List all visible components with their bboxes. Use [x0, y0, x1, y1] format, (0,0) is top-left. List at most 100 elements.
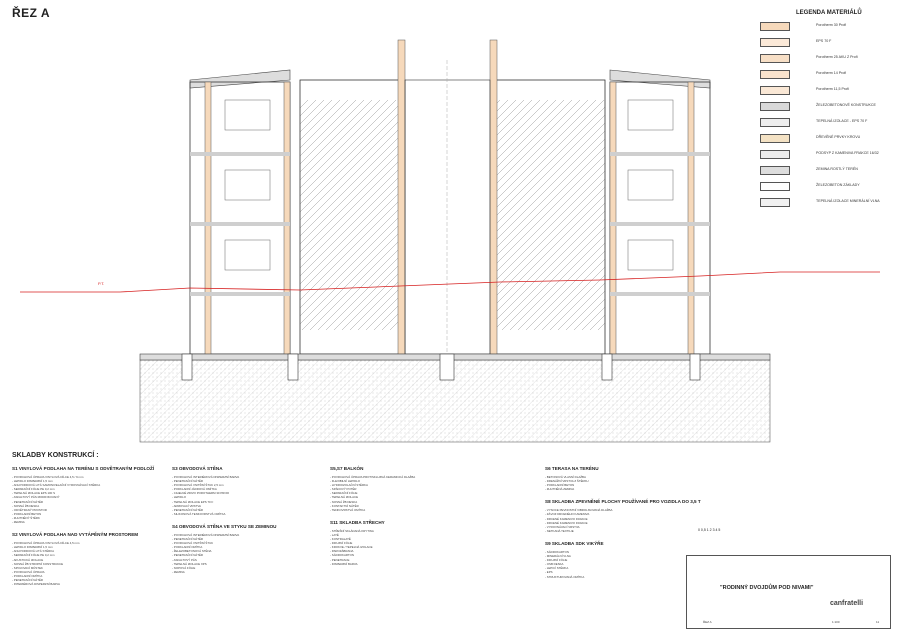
composition-line: - BETONOVÁ VLASNÍ DLAŽBA [545, 475, 586, 479]
composition-line: - SEPARAČNÍ FÓLIE PE 0,2 mm [12, 553, 55, 558]
composition-line: - DIFUZNÍ FÓLIE [545, 558, 568, 563]
composition-line: - ZEMINA [172, 569, 185, 574]
legend-title: LEGENDA MATERIÁLŮ [796, 10, 862, 16]
composition-line: - DISPERZNÍ BARVA [330, 561, 358, 566]
terrain-label: P.T. [98, 281, 105, 286]
legend-swatch [760, 182, 790, 191]
composition-line: - LEPIDLO [172, 495, 186, 500]
composition-block: S8 SKLADBA ZPEVNĚNÉ PLOCHY POUŽÍVANÉ PRO… [545, 499, 701, 533]
composition-line: - ASFALTOVÝ PÁS [172, 557, 197, 562]
legend-label: Porotherm 30 Profi [816, 23, 847, 27]
composition-heading: S9 SKLADBA SDK VIKÝŘE [545, 540, 604, 546]
composition-heading: S1 VINYLOVÁ PODLAHA NA TERÉNU S ODVĚTRAN… [12, 466, 155, 471]
sheet-number: 11 [876, 620, 880, 624]
composition-line: - DRCENÉ KAMENIVO FRAKCE [545, 516, 588, 521]
composition-line: - ZEMINA [12, 520, 25, 525]
composition-line: - ZHUTNĚNÁ ZEMINA [545, 487, 575, 492]
composition-line: - PENETRAČNÍ NÁTĚR [172, 553, 203, 558]
legend-item: ŽELEZOBETONOVÉ KONSTRUKCE [760, 100, 892, 114]
section-drawing [20, 39, 880, 443]
legend-label: ZEMINA ROSTLÝ TERÉN [816, 167, 858, 171]
legend-item: Porotherm 25 AKU Z Profi [760, 52, 892, 66]
composition-line: - PODKLADNÍ BETON [12, 511, 42, 516]
legend-swatch [760, 70, 790, 79]
composition-line: - NOSNÁ ŽB DESKA [330, 499, 358, 504]
legend-swatch [760, 118, 790, 127]
legend-label: TEPELNÁ IZOLACE - EPS 70 F [816, 119, 868, 123]
legend-label: Porotherm 11,5 Profi [816, 87, 849, 91]
composition-heading: S6 TERASA NA TERÉNU [545, 466, 599, 471]
legend-label: ŽELEZOBETON ZÁKLADY [816, 183, 860, 187]
composition-line: - POVRCHOVÁ INTERIÉROVÁ DISPERZNÍ BARVA [172, 532, 240, 537]
composition-line: - PENETRACE [330, 557, 350, 562]
left-building [189, 39, 406, 355]
composition-line: - PENETRAČNÍ NÁTĚR [172, 479, 203, 484]
composition-line: - SÁDROKARTON [545, 549, 569, 554]
composition-line: - ARMOVACÍ VRSTVA [172, 503, 201, 508]
composition-block: S4 OBVODOVÁ STĚNA VE STYKU SE ZEMINOU- P… [172, 524, 322, 574]
composition-line: - DRCENÉ KAMENIVO FRAKCE [545, 520, 588, 525]
composition-heading: S3 OBVODOVÁ STĚNA [172, 466, 223, 471]
legend-label: Porotherm 25 AKU Z Profi [816, 55, 858, 59]
composition-line: - DIFUZNÍ FÓLIE [330, 541, 353, 546]
composition-line: - ODVĚTRANÝ PROSTOR [12, 507, 47, 512]
composition-line: - LEPIDLO DISPERZNÍ 1,5 mm [12, 479, 53, 484]
composition-line: - SEPARAČNÍ FÓLIE [330, 491, 358, 496]
composition-line: - ŽELEZOBETONOVÁ STĚNA [172, 549, 212, 554]
composition-line: - KONTRALATĚ [330, 537, 351, 542]
composition-line: - HYDROIZOLAČNÍ STĚRKA [330, 483, 368, 488]
legend-swatch [760, 166, 790, 175]
legend-item: ZEMINA ROSTLÝ TERÉN [760, 164, 892, 178]
legend-label: DŘEVĚNÉ PRVKY KROVU [816, 135, 861, 139]
composition-line: - AKUSTICKÁ IZOLACE [12, 557, 44, 562]
legend-item: DŘEVĚNÉ PRVKY KROVU [760, 132, 892, 146]
composition-line: - LEPIDLO DISPERZNÍ 1,5 mm [12, 545, 53, 550]
compositions-title: SKLADBY KONSTRUKCÍ : [12, 452, 99, 459]
composition-line: - POVRCHOVÁ ÚPRAVA VINYLOVÁ DÍLCE 4,5 mm [12, 541, 80, 546]
composition-line: - PODKLADNÍ OMÍTKA [12, 573, 43, 578]
composition-line: - PODKLADNÍ BETON [545, 483, 575, 488]
legend-swatch [760, 102, 790, 111]
composition-line: - NOSNÁ ŽB STROPNÍ KONSTRUKCE [12, 561, 64, 566]
legend-item: PODSYP Z KAMENIVA FRAKCE 16/32 [760, 148, 892, 162]
composition-line: - SÁDROKARTON [330, 553, 354, 558]
composition-column: S3 OBVODOVÁ STĚNA - POVRCHOVÁ INTERIÉROVÁ… [172, 466, 322, 582]
terrain-line [20, 271, 880, 293]
composition-line: - LATĚ [330, 532, 339, 537]
composition-line: - DRENÁŽNÍ VRSTVA Z ŠTĚRKU [545, 479, 589, 484]
company-logo: canfratelli [830, 600, 864, 607]
composition-block: S6 TERASA NA TERÉNU - BETONOVÁ VLASNÍ DLA… [545, 466, 680, 491]
legend-swatch [760, 22, 790, 31]
composition-line: - NOSNÁ ŽB DESKA [12, 503, 40, 508]
composition-line: - ASFALTOVÝ PÁS MODIFIKOVANÝ [12, 495, 60, 500]
composition-line: - CIHELNÉ ZDIVO POROTHERM 30 PROFI [172, 491, 230, 496]
middle-wall [404, 60, 491, 360]
legend-item: ŽELEZOBETON ZÁKLADY [760, 180, 892, 194]
composition-column: S1 VINYLOVÁ PODLAHA NA TERÉNU S ODVĚTRAN… [12, 466, 162, 594]
composition-line: - SPÁDOVÝ POTĚR [330, 487, 357, 492]
composition-line: - TEPELNÁ IZOLACE [330, 495, 359, 500]
composition-line: - SPOJOVACÍ MŮSTEK [12, 565, 43, 570]
composition-line: - PAROZÁBRANA [330, 549, 354, 554]
sheet-title: ŘEZ A [12, 6, 51, 20]
composition-line: - POVRCHOVÁ VNITŘNÍ ŠTUK 2,5 mm [172, 483, 224, 488]
composition-line: - EPS [545, 570, 553, 575]
composition-line: - ZHUTNĚNÝ ŠTĚRK [12, 515, 40, 520]
composition-line: - PENETRAČNÍ NÁTĚR [172, 537, 203, 542]
composition-heading: S8 SKLADBA ZPEVNĚNÉ PLOCHY POUŽÍVANÉ PRO… [545, 499, 701, 505]
composition-line: - STRUKTUROVANÁ OMÍTKA [545, 574, 585, 579]
composition-heading: S11 SKLADBA STŘECHY [330, 519, 385, 525]
scale-bar: 0 0,5 1 2 3 4 5 [698, 528, 721, 532]
composition-line: - PODKLADNÍ OMÍTKA [172, 545, 203, 550]
composition-line: - MINERÁLNÍ VLNA [545, 554, 571, 559]
composition-line: - NETKANÁ TEXTILIE [545, 528, 574, 533]
legend-item: TEPELNÁ IZOLACE MINERÁLNÍ VLNA [760, 196, 892, 210]
composition-line: - INTERIÉROVÁ DISPERZNÍ BARVA [12, 582, 60, 587]
composition-line: - POVRCHOVÁ ÚPRAVA PROTISKLUZNÁ KERAMICK… [330, 475, 416, 479]
composition-line: - ANHYDRIDOVÁ LITÁ SAMONIVELAČNÍ VYROVNÁ… [12, 483, 101, 488]
composition-column: S5,S7 BALKÓN- POVRCHOVÁ ÚPRAVA PROTISKLU… [330, 466, 480, 574]
composition-block: S3 OBVODOVÁ STĚNA- POVRCHOVÁ INTERIÉROVÁ… [172, 466, 322, 516]
composition-line: - POVRCHOVÁ VNITŘNÍ ŠTUK [172, 541, 214, 546]
foundation [139, 353, 771, 381]
